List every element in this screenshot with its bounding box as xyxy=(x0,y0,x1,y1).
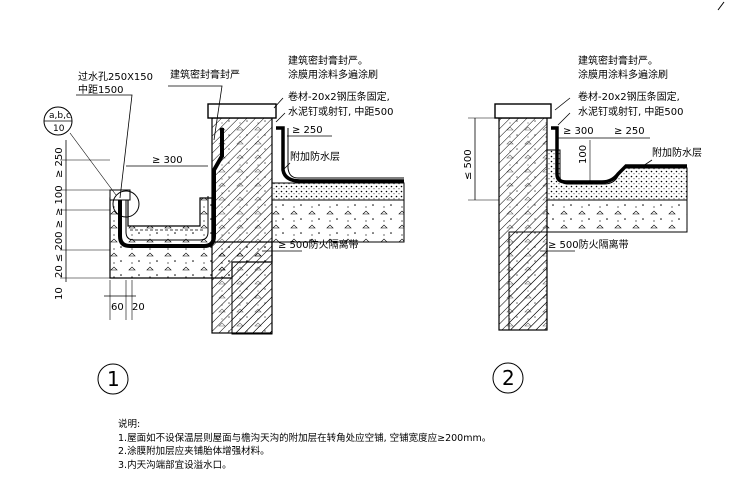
callout-top: a,b,c xyxy=(49,111,71,121)
dim-20: 20 xyxy=(132,302,145,313)
roof-slab xyxy=(271,199,405,243)
label-extra-layer-2: 附加防水层 xyxy=(652,146,702,159)
roof-membrane-2 xyxy=(551,126,687,184)
coping-2 xyxy=(494,103,552,119)
dim-250-left: ≥ 250 xyxy=(54,147,65,178)
label-extra-layer: 附加防水层 xyxy=(290,150,340,163)
detail-circle xyxy=(112,190,140,218)
label-seal-2: 建筑密封膏封严。 xyxy=(578,54,658,67)
notes-title: 说明: xyxy=(118,419,141,430)
gutter-membrane xyxy=(118,128,224,248)
lower-wall xyxy=(231,261,273,335)
dim-200: 20 ≤ 200 ≥ xyxy=(54,220,65,278)
dim-10: 10 xyxy=(54,287,65,300)
label-roll-2: 卷材-20x2钢压条固定, xyxy=(578,90,680,103)
dim-300: ≥ 300 xyxy=(152,155,183,166)
dim-100: ≥ 100 xyxy=(54,185,65,216)
dim-250-2: ≥ 250 xyxy=(614,126,645,137)
detail-number-circle-1 xyxy=(97,363,129,395)
label-seal: 建筑密封膏封严。 xyxy=(288,54,368,67)
note-item: 1.屋面如不设保温层则屋面与檐沟天沟的附加层在转角处应空铺, 空铺宽度应≥200… xyxy=(118,432,492,444)
label-spacing: 中距1500 xyxy=(78,83,123,96)
label-seal-top: 建筑密封膏封严 xyxy=(170,68,240,81)
coping xyxy=(207,103,277,119)
label-nail: 水泥钉或射钉, 中距500 xyxy=(288,105,393,118)
notes: 说明: 1.屋面如不设保温层则屋面与檐沟天沟的附加层在转角处应空铺, 空铺宽度应… xyxy=(118,418,491,472)
note-item: 2.涂膜附加层应夹铺胎体增强材料。 xyxy=(118,446,270,457)
detail-number-circle-2 xyxy=(492,362,524,394)
label-nail-2: 水泥钉或射钉, 中距500 xyxy=(578,105,683,118)
label-fire-belt: ≥ 500防火隔离带 xyxy=(278,238,359,251)
label-coating: 涂膜用涂料多遍涂刷 xyxy=(288,68,378,81)
label-coating-2: 涂膜用涂料多遍涂刷 xyxy=(578,68,668,81)
dim-250-right: ≥ 250 xyxy=(292,125,323,136)
dim-300-2: ≥ 300 xyxy=(563,126,594,137)
label-overflow: 过水孔250X150 xyxy=(78,70,153,83)
callout-bottom: 10 xyxy=(53,124,65,134)
dim-500-2: ≤ 500 xyxy=(463,149,474,180)
roof-insulation xyxy=(271,182,405,201)
roof-membrane xyxy=(276,126,404,183)
detail-number-1: 1 xyxy=(107,367,120,391)
detail-number-2: 2 xyxy=(502,366,515,390)
roof-slab-2 xyxy=(546,199,688,233)
dim-60: 60 xyxy=(111,302,124,313)
corner-mark xyxy=(717,1,725,11)
detail-2: 建筑密封膏封严。 涂膜用涂料多遍涂刷 卷材-20x2钢压条固定, 水泥钉或射钉,… xyxy=(463,54,702,394)
label-fire-belt-2: ≥ 500防火隔离带 xyxy=(548,238,629,251)
note-item: 3.内天沟端部宜设溢水口。 xyxy=(118,459,232,471)
label-roll: 卷材-20x2钢压条固定, xyxy=(288,90,390,103)
dim-100-2: 100 xyxy=(578,145,589,164)
detail-1: 过水孔250X150 中距1500 建筑密封膏封严 建筑密封膏封严。 涂膜用涂料… xyxy=(43,54,405,395)
